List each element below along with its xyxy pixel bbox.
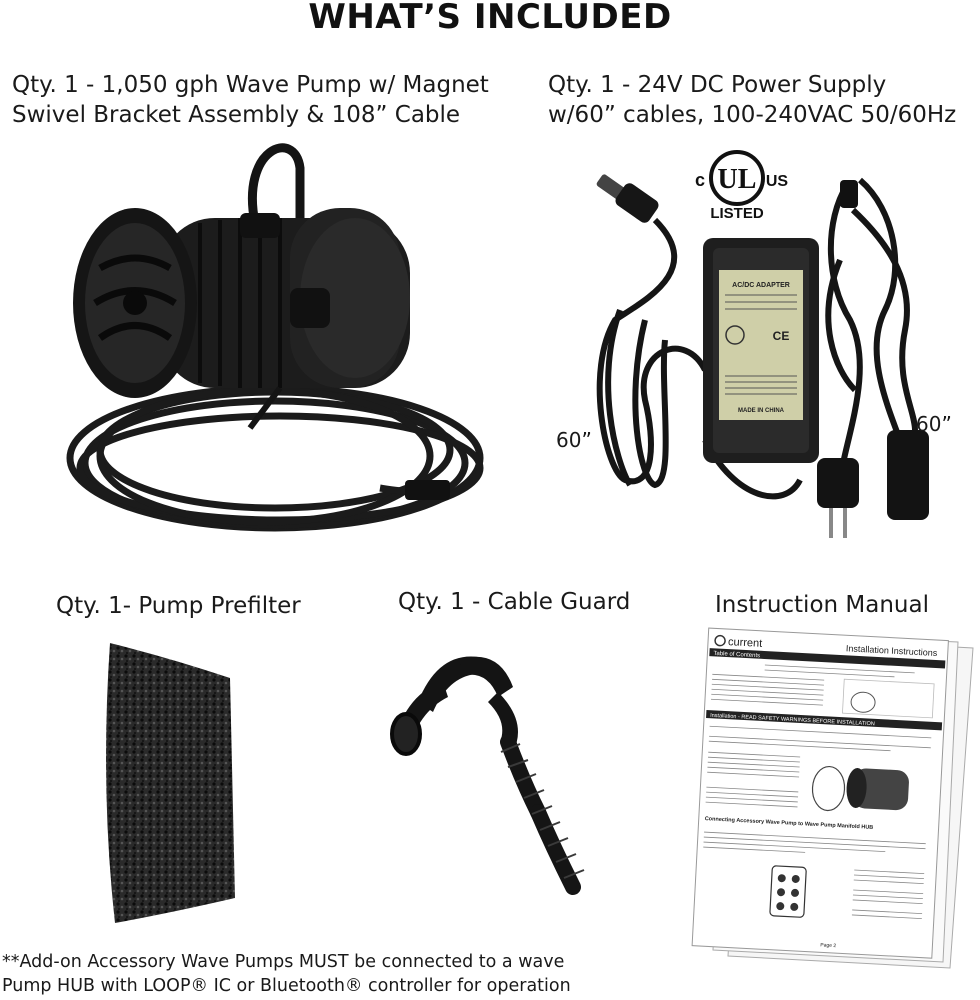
pump-caption-line2: Swivel Bracket Assembly & 108” Cable [12, 102, 461, 128]
ul-us-text: US [766, 173, 789, 190]
instruction-manual-image: current Installation Instructions Table … [691, 627, 974, 969]
footnote: **Add-on Accessory Wave Pumps MUST be co… [2, 950, 571, 998]
adapter-made-in: MADE IN CHINA [738, 408, 785, 414]
prefilter-caption: Qty. 1- Pump Prefilter [56, 593, 301, 619]
power-supply-image: UL c US LISTED AC/DC ADAPTER CE MADE IN … [596, 150, 929, 538]
ul-c-text: c [695, 170, 705, 190]
ul-listed-mark: UL c US LISTED [695, 150, 789, 222]
pump-caption: Qty. 1 - 1,050 gph Wave Pump w/ Magnet S… [12, 70, 489, 130]
cable-guard-caption: Qty. 1 - Cable Guard [398, 589, 631, 615]
wave-pump-image [66, 143, 484, 532]
ul-letters: UL [718, 164, 757, 195]
manual-caption: Instruction Manual [715, 592, 929, 618]
adapter-label: AC/DC ADAPTER [732, 282, 790, 289]
page-title: WHAT’S INCLUDED [308, 0, 672, 37]
footnote-line1: **Add-on Accessory Wave Pumps MUST be co… [2, 952, 565, 972]
power-supply-caption-line1: Qty. 1 - 24V DC Power Supply [548, 72, 887, 98]
prefilter-image [106, 643, 235, 923]
cable-guard-image [390, 656, 585, 895]
manual-heading: Installation Instructions [846, 643, 938, 658]
manual-brand: current [728, 636, 763, 650]
pump-caption-line1: Qty. 1 - 1,050 gph Wave Pump w/ Magnet [12, 72, 489, 98]
cable-length-right: 60” [916, 412, 952, 436]
manual-page-number: Page 2 [820, 942, 836, 949]
footnote-line2: Pump HUB with LOOP® IC or Bluetooth® con… [2, 976, 571, 996]
svg-text:CE: CE [773, 329, 790, 343]
power-supply-caption: Qty. 1 - 24V DC Power Supply w/60” cable… [548, 70, 956, 130]
manual-toc: Table of Contents [713, 651, 760, 659]
power-supply-caption-line2: w/60” cables, 100-240VAC 50/60Hz [548, 102, 957, 128]
cable-length-left: 60” [556, 428, 592, 452]
ul-listed-text: LISTED [710, 205, 764, 222]
